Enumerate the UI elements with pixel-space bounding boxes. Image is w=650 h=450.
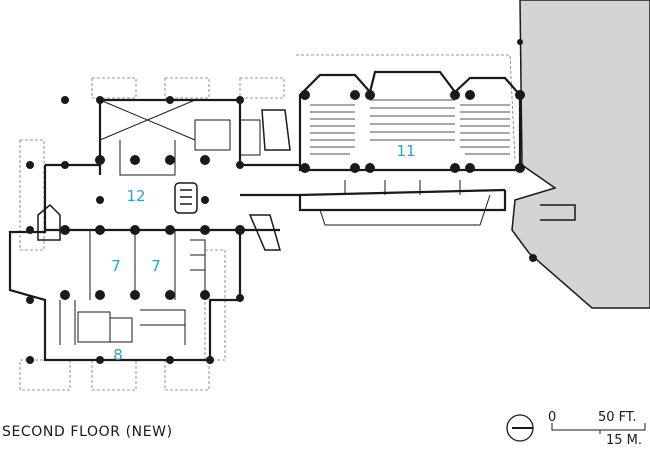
stairs [37, 109, 576, 251]
room-label-7a: 7 [111, 257, 121, 275]
north-arrow-icon [506, 414, 534, 442]
interior-lines [59, 99, 491, 345]
roof-outline-dashed [19, 54, 516, 391]
room-label-8: 8 [113, 346, 123, 364]
scale-meters-label: 15 M. [606, 433, 643, 448]
room-label-7b: 7 [151, 257, 161, 275]
room-label-11: 11 [396, 142, 416, 160]
room-label-12: 12 [126, 187, 146, 205]
existing-building [511, 0, 650, 309]
scale-feet-label: 50 FT. [598, 410, 637, 425]
scale-zero-label: 0 [548, 410, 557, 425]
columns [26, 39, 537, 364]
auditorium-seating [310, 99, 510, 155]
scale-bar-lines [551, 423, 646, 434]
walls [8, 70, 522, 362]
floor-caption: SECOND FLOOR (NEW) [2, 424, 173, 440]
